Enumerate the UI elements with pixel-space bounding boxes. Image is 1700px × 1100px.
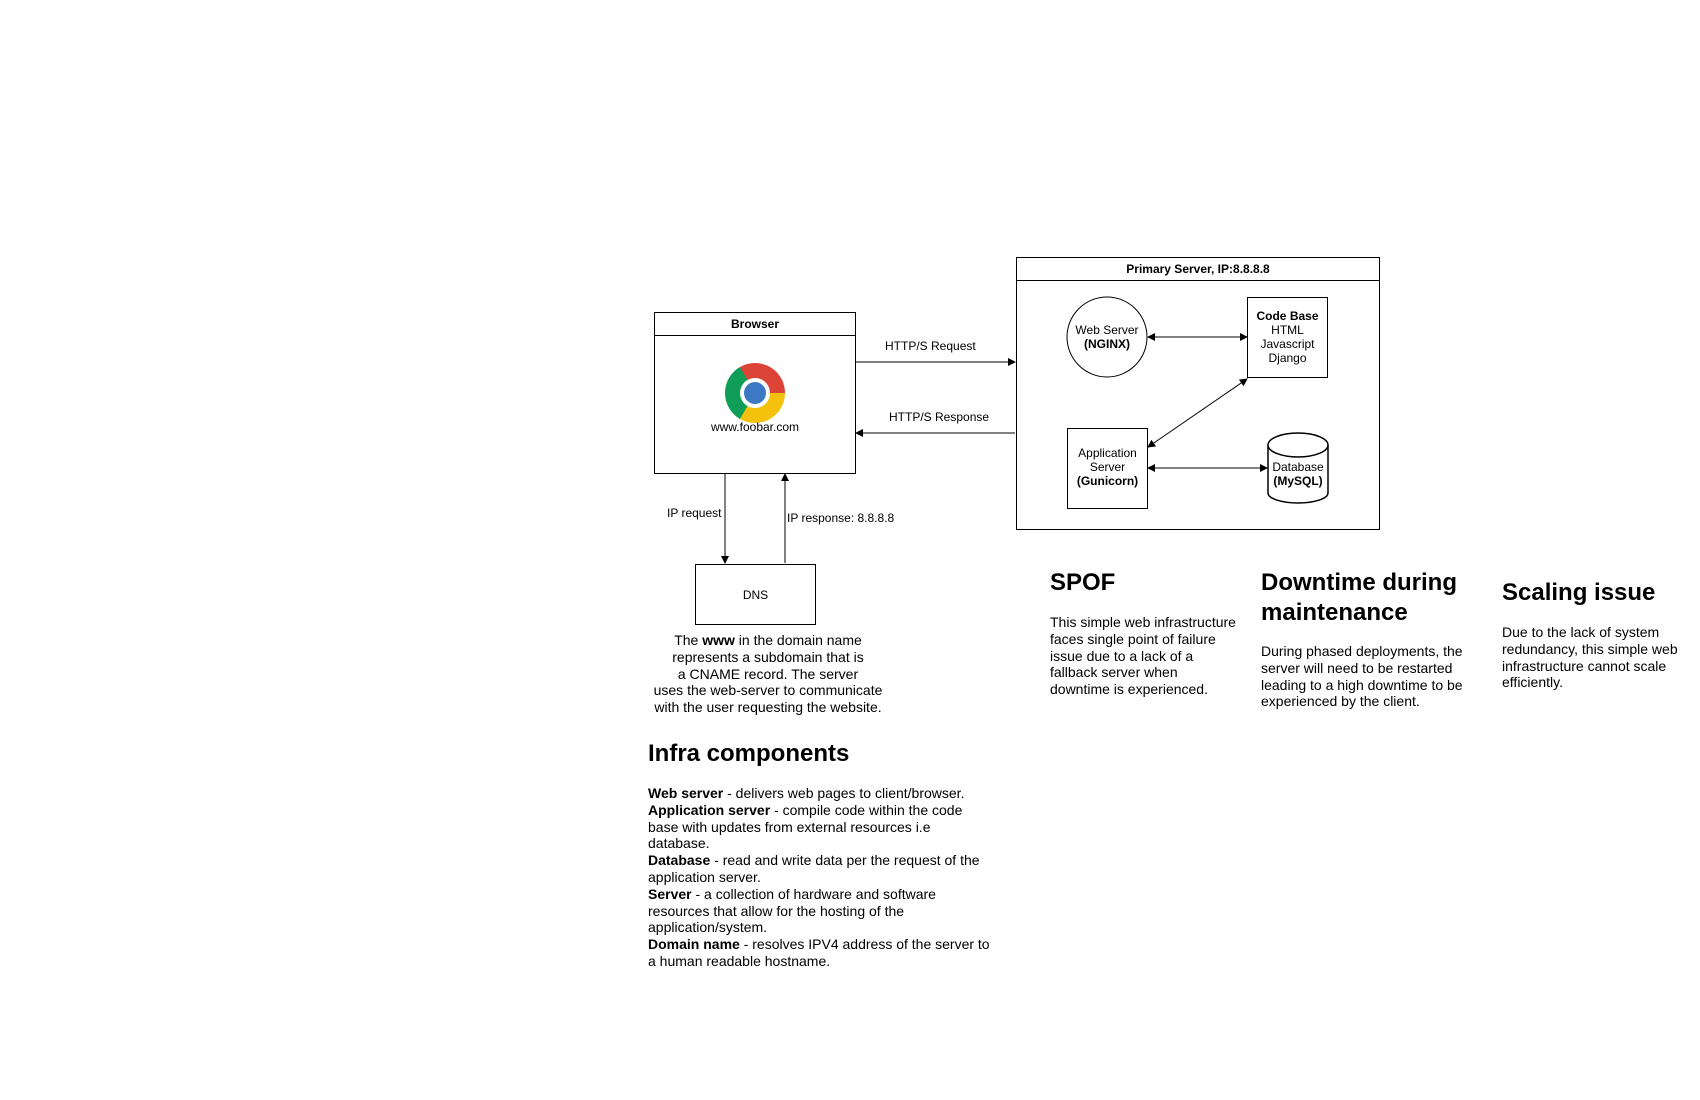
infra-heading: Infra components bbox=[648, 740, 850, 767]
spof-heading: SPOF bbox=[1050, 569, 1116, 596]
downtime-text: During phased deployments, the server wi… bbox=[1261, 643, 1463, 710]
infra-item-web-server: Web server - delivers web pages to clien… bbox=[648, 785, 965, 801]
browser-box[interactable]: Browser www.foobar.com bbox=[654, 312, 856, 474]
dns-label: DNS bbox=[742, 588, 769, 602]
infra-item-domain-name: Domain name - resolves IPV4 address of t… bbox=[648, 936, 990, 969]
database-label: Database (MySQL) bbox=[1272, 460, 1324, 488]
web-server-node[interactable] bbox=[1066, 296, 1148, 378]
primary-server-title: Primary Server, IP:8.8.8.8 bbox=[1017, 258, 1379, 281]
infra-item-server: Server - a collection of hardware and so… bbox=[648, 885, 936, 936]
scaling-text: Due to the lack of system redundancy, th… bbox=[1502, 624, 1678, 691]
primary-server-box[interactable]: Primary Server, IP:8.8.8.8 bbox=[1016, 257, 1380, 530]
infra-item-database: Database - read and write data per the r… bbox=[648, 852, 980, 885]
web-server-label: Web Server (NGINX) bbox=[1075, 323, 1139, 351]
http-request-label: HTTP/S Request bbox=[885, 339, 976, 353]
http-response-label: HTTP/S Response bbox=[889, 410, 990, 424]
infra-item-app-server: Application server - compile code within… bbox=[648, 801, 963, 852]
www-note: The www in the domain name represents a … bbox=[653, 632, 883, 716]
ip-request-label: IP request bbox=[667, 506, 722, 520]
ip-response-label: IP response: 8.8.8.8 bbox=[787, 511, 895, 525]
spof-text: This simple web infrastructure faces sin… bbox=[1050, 614, 1236, 698]
code-base-label: Code Base HTML Javascript Django bbox=[1256, 309, 1319, 365]
code-base-box[interactable]: Code Base HTML Javascript Django bbox=[1247, 297, 1328, 378]
browser-url: www.foobar.com bbox=[710, 420, 800, 434]
chrome-logo-icon bbox=[725, 363, 785, 423]
database-node[interactable] bbox=[1267, 432, 1329, 504]
app-server-label: Application Server (Gunicorn) bbox=[1076, 446, 1139, 488]
browser-title: Browser bbox=[655, 313, 855, 336]
downtime-heading: Downtime during maintenance bbox=[1261, 569, 1457, 626]
dns-box[interactable]: DNS bbox=[695, 564, 816, 625]
scaling-heading: Scaling issue bbox=[1502, 579, 1656, 606]
codebase-appserver-connector bbox=[1147, 378, 1248, 448]
app-server-box[interactable]: Application Server (Gunicorn) bbox=[1067, 428, 1148, 509]
infra-list: Web server - delivers web pages to clien… bbox=[648, 785, 994, 970]
